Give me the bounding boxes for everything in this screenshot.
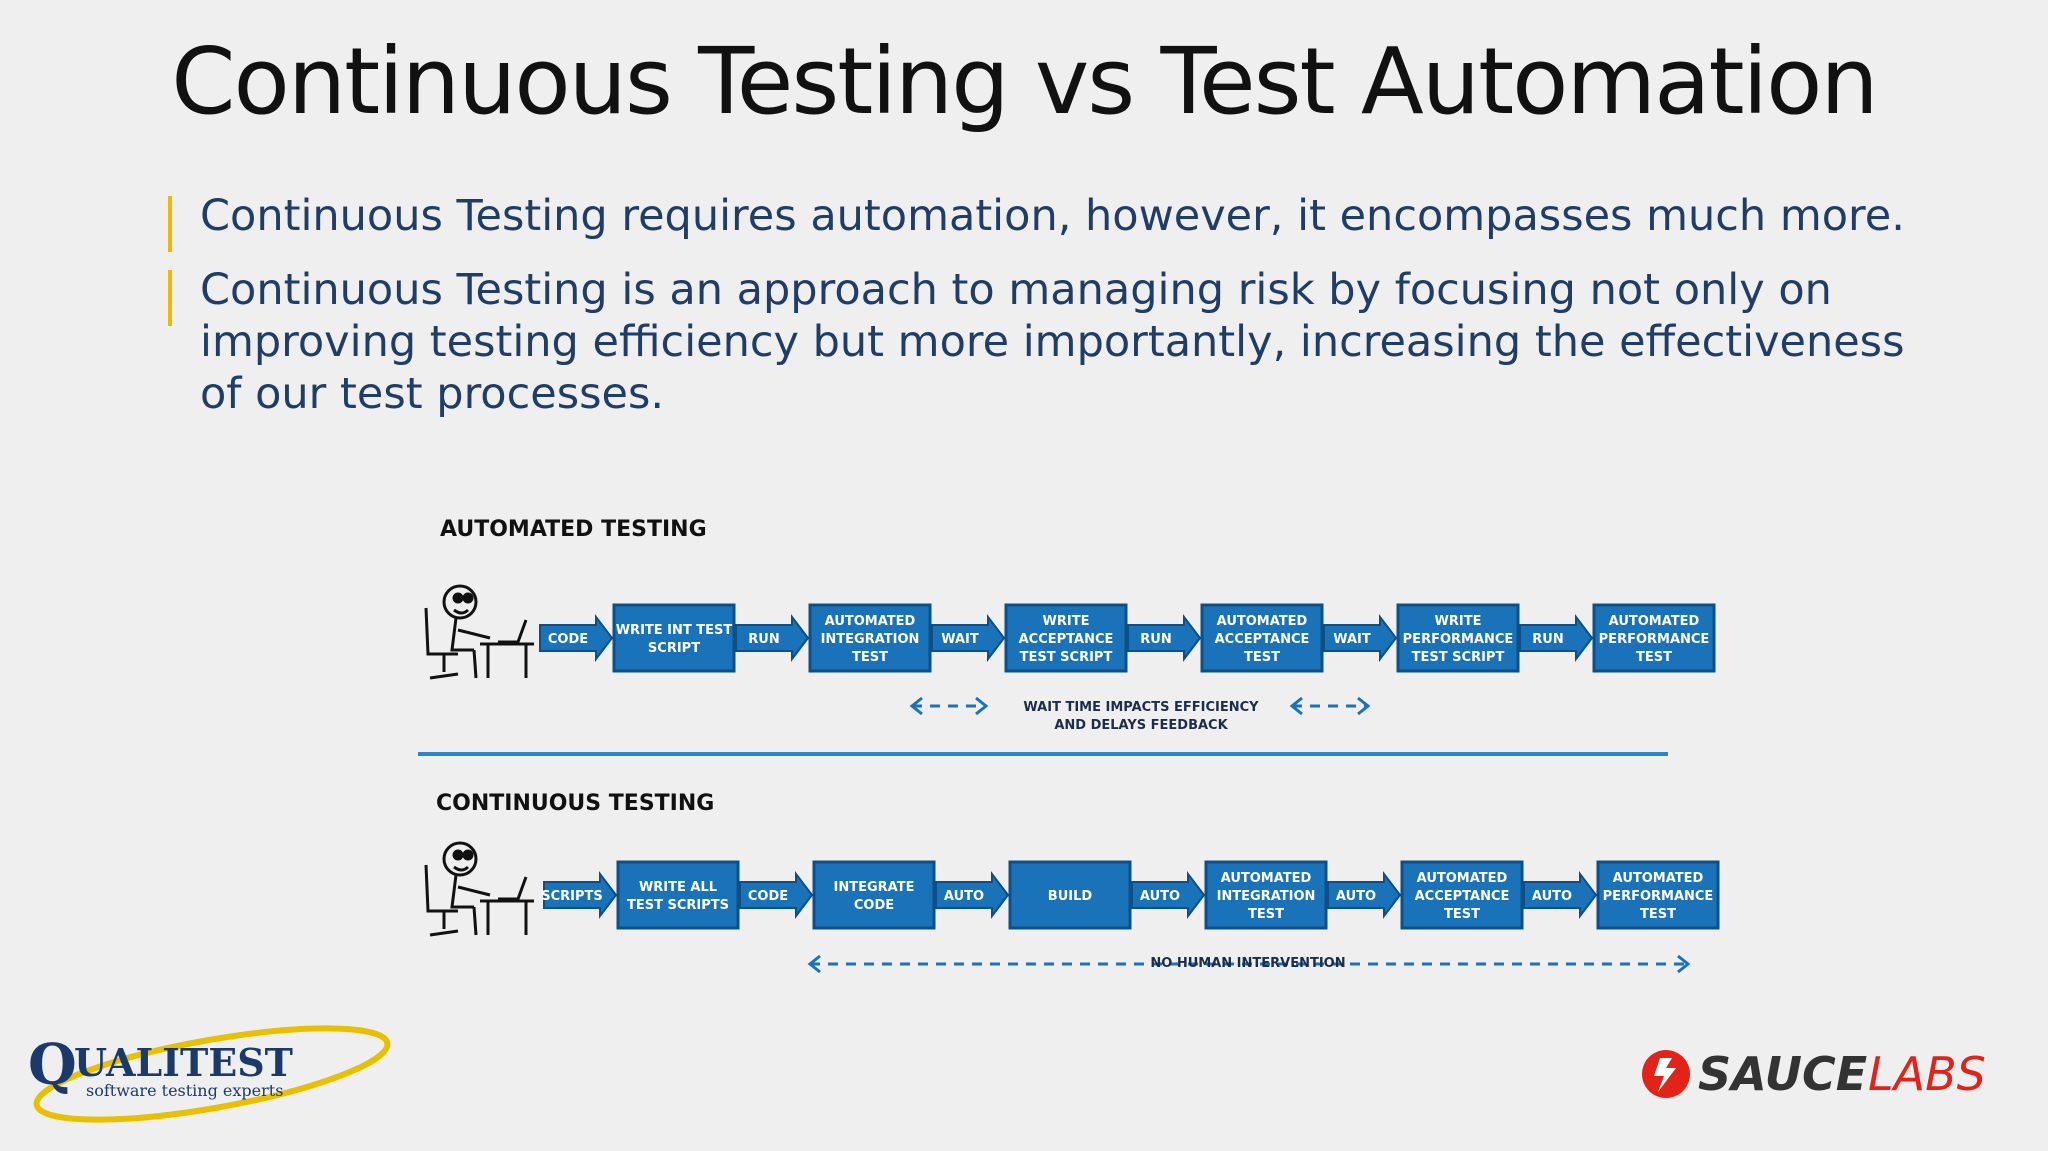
dashed-arrow [807, 954, 1691, 974]
automated-testing-flow: CODE WRITE INT TEST SCRIPT RUN AUTOMATED INTE… [424, 584, 1716, 680]
flow-arrow: SCRIPTS [541, 871, 618, 919]
arrow-label: CODE [748, 889, 788, 904]
svg-text:Q: Q [28, 1032, 77, 1098]
box-label: WRITE [1435, 614, 1482, 629]
no-human-intervention-note: NO HUMAN INTERVENTION [1150, 956, 1345, 971]
box-label: TEST [1444, 907, 1480, 922]
process-box: AUTOMATED ACCEPTANCE TEST [1400, 860, 1524, 930]
box-label: AUTOMATED [1609, 614, 1700, 629]
svg-text:SAUCE: SAUCE [1698, 1047, 1867, 1101]
svg-text:LABS: LABS [1868, 1047, 1986, 1101]
box-label: TEST SCRIPT [1412, 650, 1505, 665]
saucelabs-logo: SAUCE LABS [1640, 1044, 2010, 1104]
box-label: AUTOMATED [825, 614, 916, 629]
svg-text:UALITEST: UALITEST [74, 1040, 293, 1085]
arrow-label: RUN [1140, 632, 1171, 647]
dashed-arrow [909, 696, 989, 716]
flow-arrow: RUN [1127, 614, 1202, 662]
box-label: AUTOMATED [1221, 871, 1312, 886]
arrow-label: RUN [1532, 632, 1563, 647]
process-box: INTEGRATE CODE [812, 860, 936, 930]
process-box: AUTOMATED INTEGRATION TEST [1204, 860, 1328, 930]
box-label: AUTOMATED [1217, 614, 1308, 629]
bullet-1: Continuous Testing requires automation, … [168, 190, 1920, 252]
wait-time-note: WAIT TIME IMPACTS EFFICIENCY [1023, 700, 1259, 715]
box-label: ACCEPTANCE [1019, 632, 1114, 647]
box-label: TEST [1636, 650, 1672, 665]
flow-arrow: AUTO [1131, 871, 1206, 919]
box-label: PERFORMANCE [1599, 632, 1710, 647]
bullet-marker [168, 270, 172, 326]
box-label: TEST [1244, 650, 1280, 665]
arrow-label: AUTO [1336, 889, 1376, 904]
box-label: INTEGRATION [821, 632, 920, 647]
flow-arrow: RUN [1519, 614, 1594, 662]
box-label: PERFORMANCE [1403, 632, 1514, 647]
flow-arrow: WAIT [931, 614, 1006, 662]
arrow-label: WAIT [1333, 632, 1371, 647]
process-box: AUTOMATED ACCEPTANCE TEST [1200, 603, 1324, 673]
box-label: TEST SCRIPT [1020, 650, 1113, 665]
box-label: WRITE [1043, 614, 1090, 629]
continuous-testing-heading: CONTINUOUS TESTING [436, 791, 714, 816]
process-box: BUILD [1008, 860, 1132, 930]
flow-arrow: RUN [735, 614, 810, 662]
process-box: AUTOMATED PERFORMANCE TEST [1596, 860, 1720, 930]
box-label: AUTOMATED [1613, 871, 1704, 886]
box-label: WRITE INT TEST [616, 623, 733, 638]
stick-figure-icon [424, 841, 534, 937]
box-label: WRITE ALL [639, 880, 717, 895]
process-box: AUTOMATED INTEGRATION TEST [808, 603, 932, 673]
box-label: SCRIPT [648, 641, 700, 656]
arrow-label: AUTO [1140, 889, 1180, 904]
process-box: WRITE INT TEST SCRIPT [612, 603, 736, 673]
arrow-label: AUTO [944, 889, 984, 904]
box-label: AUTOMATED [1417, 871, 1508, 886]
box-label: CODE [854, 898, 894, 913]
box-label: ACCEPTANCE [1215, 632, 1310, 647]
bullet-marker [168, 196, 172, 252]
process-box: WRITE PERFORMANCE TEST SCRIPT [1396, 603, 1520, 673]
stick-figure-icon [424, 584, 534, 680]
box-label: TEST [1248, 907, 1284, 922]
arrow-label: AUTO [1532, 889, 1572, 904]
process-box: WRITE ALL TEST SCRIPTS [616, 860, 740, 930]
flow-arrow: CODE [539, 614, 614, 662]
flow-arrow: CODE [739, 871, 814, 919]
flow-arrow: AUTO [1327, 871, 1402, 919]
box-label: INTEGRATION [1217, 889, 1316, 904]
flow-notes: WAIT TIME IMPACTS EFFICIENCY AND DELAYS F… [807, 696, 1691, 974]
process-box: AUTOMATED PERFORMANCE TEST [1592, 603, 1716, 673]
arrow-label: WAIT [941, 632, 979, 647]
box-label: PERFORMANCE [1603, 889, 1714, 904]
svg-text:software testing experts: software testing experts [86, 1081, 283, 1100]
box-label: TEST [1640, 907, 1676, 922]
box-label: BUILD [1048, 889, 1093, 904]
arrow-label: SCRIPTS [541, 889, 603, 904]
box-label: TEST [852, 650, 888, 665]
bullet-1-text: Continuous Testing requires automation, … [200, 191, 1905, 241]
qualitest-logo: Q UALITEST software testing experts [22, 1024, 392, 1124]
bullet-2: Continuous Testing is an approach to man… [168, 264, 1920, 420]
wait-time-note: AND DELAYS FEEDBACK [1054, 718, 1228, 733]
bullet-2-text: Continuous Testing is an approach to man… [200, 265, 1905, 419]
arrow-label: CODE [548, 632, 588, 647]
process-box: WRITE ACCEPTANCE TEST SCRIPT [1004, 603, 1128, 673]
box-label: TEST SCRIPTS [627, 898, 729, 913]
flow-arrow: AUTO [935, 871, 1010, 919]
flow-arrow: AUTO [1523, 871, 1598, 919]
box-label: ACCEPTANCE [1415, 889, 1510, 904]
arrow-label: RUN [748, 632, 779, 647]
slide-title: Continuous Testing vs Test Automation [171, 28, 1878, 135]
box-label: INTEGRATE [834, 880, 915, 895]
flow-arrow: WAIT [1323, 614, 1398, 662]
automated-testing-heading: AUTOMATED TESTING [440, 517, 707, 542]
dashed-arrow [1289, 696, 1371, 716]
